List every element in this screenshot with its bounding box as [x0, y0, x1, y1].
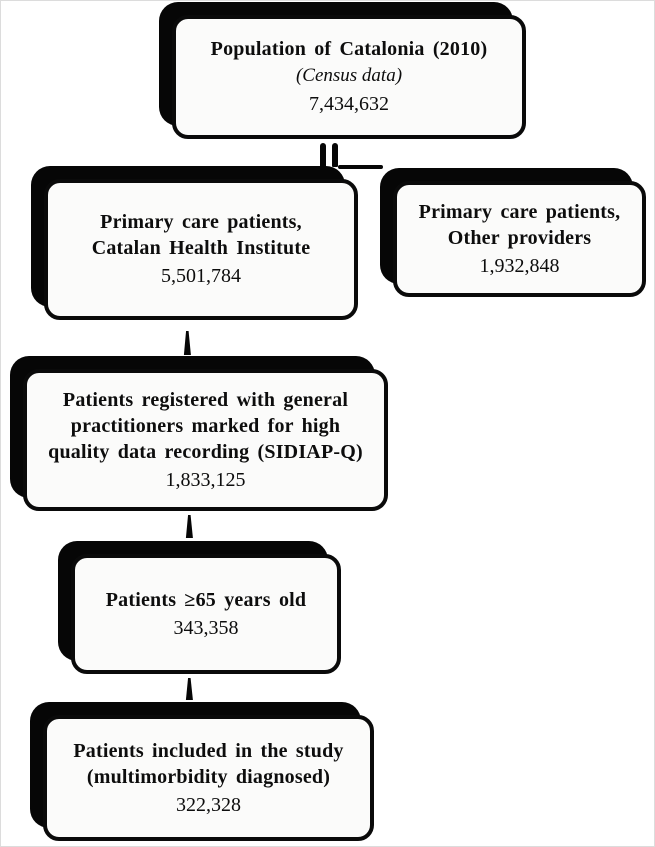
connector-down-arrow-3: [185, 678, 193, 700]
node-card: Population of Catalonia (2010) (Census d…: [172, 15, 526, 139]
node-title-line: Patients included in the study: [73, 739, 344, 762]
node-subtitle: (Census data): [295, 64, 403, 86]
connector-down-arrow-1: [183, 331, 191, 355]
node-title-line: practitioners marked for high: [70, 414, 341, 437]
node-title-line: Population of Catalonia (2010): [210, 37, 488, 60]
flow-node-primary-care-other: Primary care patients, Other providers 1…: [380, 168, 646, 297]
connector-double-tick-left: [320, 143, 326, 167]
node-value: 343,358: [173, 616, 239, 639]
node-card: Patients ≥65 years old 343,358: [71, 554, 341, 674]
flow-node-primary-care-ichs: Primary care patients, Catalan Health In…: [31, 166, 358, 320]
node-value: 1,932,848: [479, 254, 560, 277]
node-value: 5,501,784: [161, 265, 241, 287]
node-title-line: Patients ≥65 years old: [105, 588, 307, 611]
node-title-line: quality data recording (SIDIAP-Q): [48, 440, 363, 463]
node-value: 322,328: [176, 793, 241, 816]
node-card: Patients included in the study (multimor…: [43, 715, 374, 841]
node-title-line: Primary care patients,: [100, 211, 302, 233]
flow-node-sidiap-q: Patients registered with general practit…: [10, 356, 388, 511]
connector-double-tick-right: [332, 143, 338, 167]
node-card: Primary care patients, Other providers 1…: [393, 181, 646, 297]
node-value: 7,434,632: [309, 93, 389, 116]
flow-node-age-65-plus: Patients ≥65 years old 343,358: [58, 541, 341, 674]
node-title-line: Catalan Health Institute: [91, 237, 311, 259]
flow-node-population-catalonia: Population of Catalonia (2010) (Census d…: [159, 2, 526, 139]
flow-node-included-study: Patients included in the study (multimor…: [30, 702, 374, 841]
node-card: Primary care patients, Catalan Health In…: [44, 179, 358, 320]
connector-down-arrow-2: [185, 515, 193, 538]
node-title-line: Primary care patients,: [418, 200, 621, 223]
node-card: Patients registered with general practit…: [23, 369, 388, 511]
node-value: 1,833,125: [165, 468, 246, 491]
node-title-line: Other providers: [447, 226, 592, 249]
node-title-line: (multimorbidity diagnosed): [86, 765, 331, 788]
node-title-line: Patients registered with general: [62, 388, 349, 411]
connector-branch-line: [338, 165, 383, 169]
